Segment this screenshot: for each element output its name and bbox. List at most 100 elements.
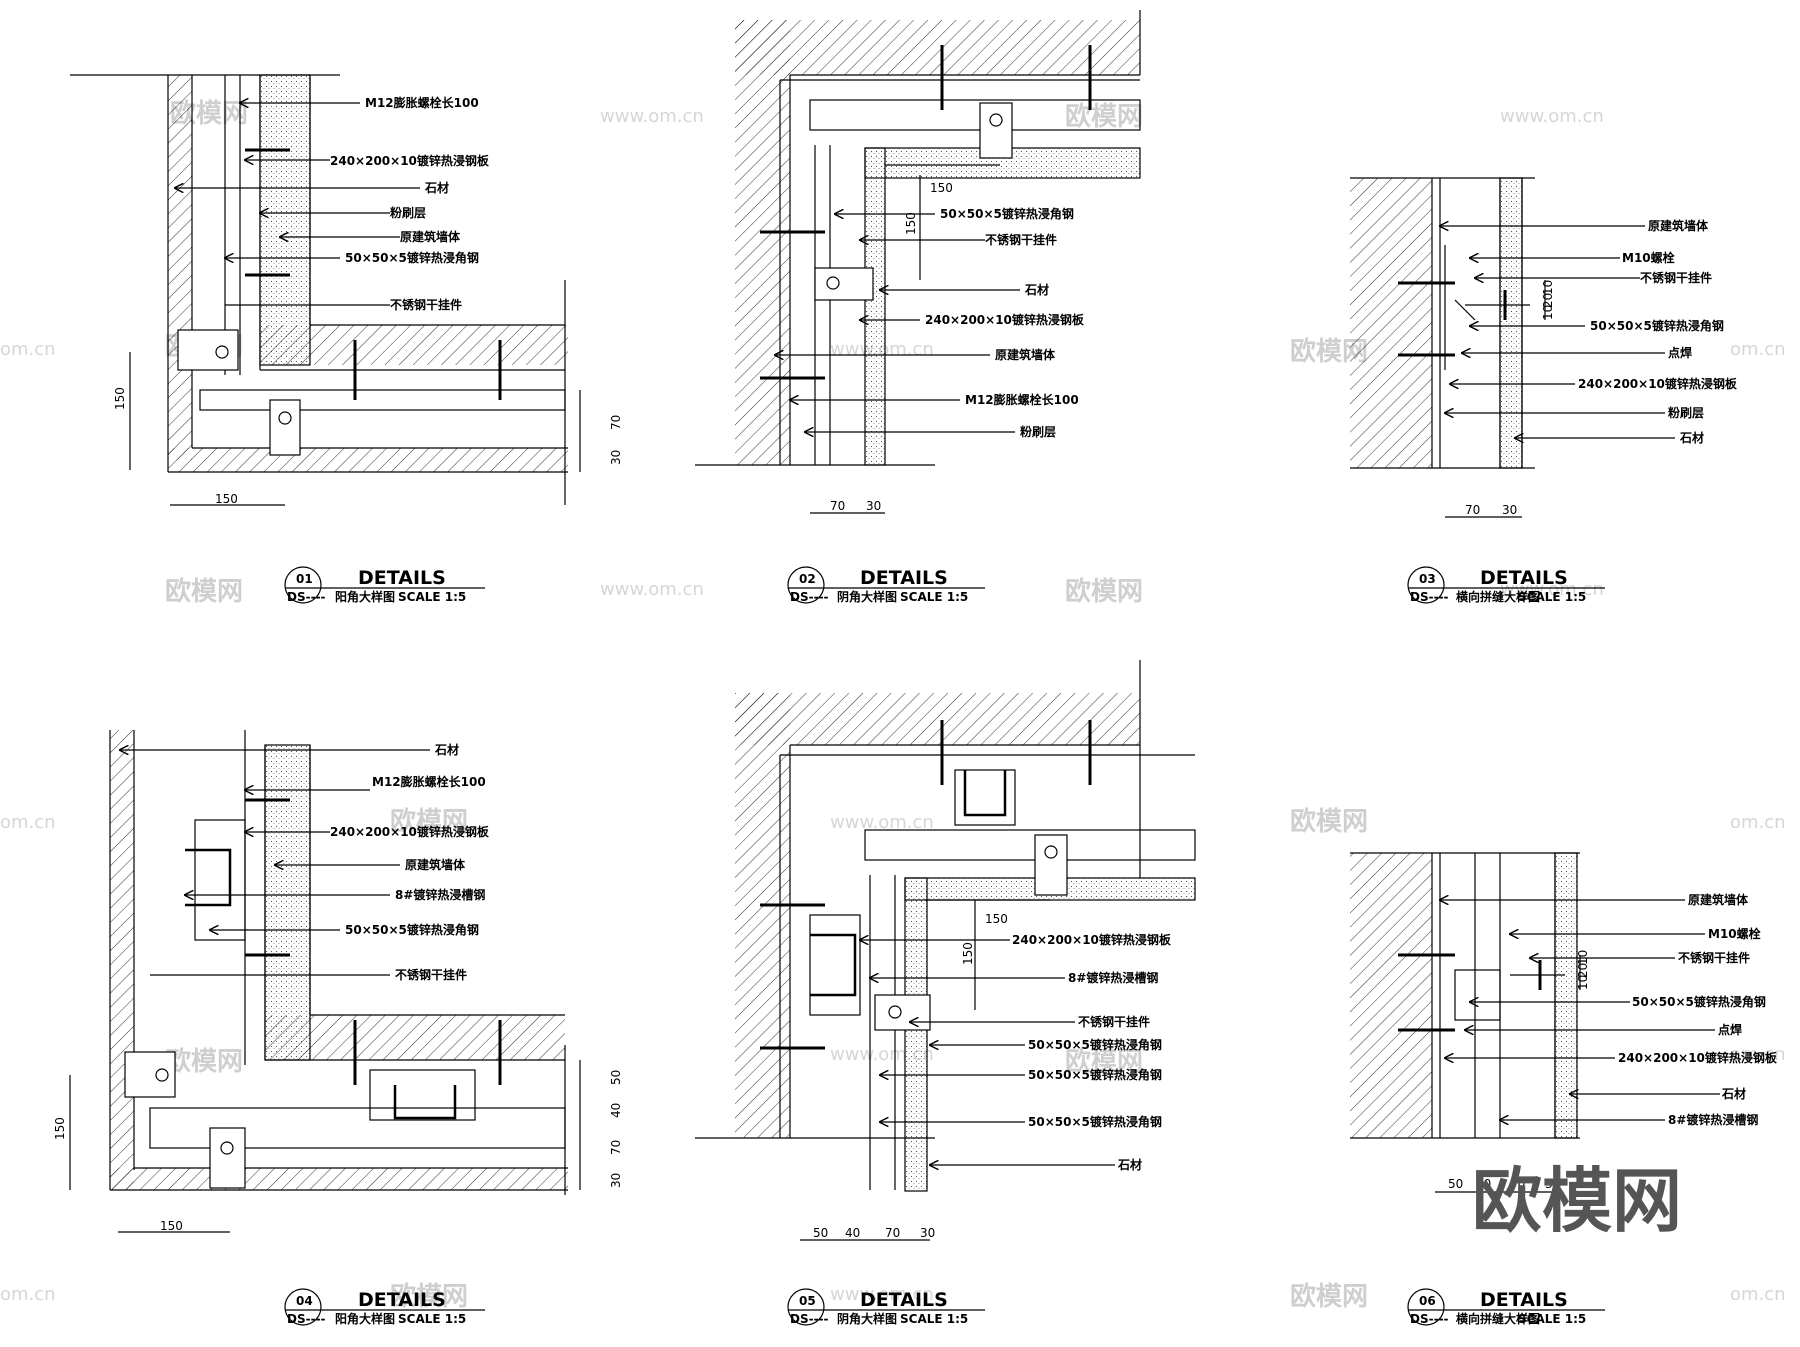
labels-panel-02: 50×50×5镀锌热浸角钢 不锈钢干挂件 石材 240×200×10镀锌热浸钢板… <box>830 181 1085 513</box>
label-angle-steel: 50×50×5镀锌热浸角钢 <box>1028 1037 1162 1052</box>
detail-number: 06 <box>1419 1294 1436 1308</box>
detail-scale: SCALE 1:5 <box>1518 1312 1586 1326</box>
detail-panel-06 <box>1350 852 1720 1193</box>
dim-value: 50 <box>609 1070 623 1085</box>
detail-code: DS---- <box>790 590 829 604</box>
watermark-site: om.cn <box>1730 1284 1786 1305</box>
dim-value: 50 <box>813 1226 828 1240</box>
dim-value: 70 <box>1465 503 1480 517</box>
watermark-site: om.cn <box>0 339 56 360</box>
dim-value: 10 <box>1541 280 1555 295</box>
title-block-02: 02 DS---- DETAILS 阴角大样图 SCALE 1:5 <box>787 566 985 604</box>
dim-value: 150 <box>160 1219 183 1233</box>
detail-scale: SCALE 1:5 <box>398 1312 466 1326</box>
label-wall: 原建筑墙体 <box>1688 892 1749 907</box>
detail-code: DS---- <box>287 1312 326 1326</box>
detail-panel-02 <box>695 10 1141 514</box>
label-hanger: 不锈钢干挂件 <box>395 967 467 982</box>
detail-number: 05 <box>799 1294 816 1308</box>
dim-value: 70 <box>609 1140 623 1155</box>
details-heading: DETAILS <box>1480 1289 1568 1311</box>
label-stone: 石材 <box>1024 282 1049 297</box>
title-block-01: 01 DS---- DETAILS 阳角大样图 SCALE 1:5 <box>284 566 485 604</box>
label-wall: 原建筑墙体 <box>1648 218 1709 233</box>
watermark-brand: 欧模网 <box>1065 101 1143 132</box>
dim-value: 150 <box>904 212 918 235</box>
title-block-05: 05 DS---- DETAILS 阴角大样图 SCALE 1:5 <box>787 1288 985 1326</box>
label-stone: 石材 <box>1117 1157 1142 1172</box>
watermark-brand: 欧模网 <box>165 576 243 607</box>
label-steel-plate: 240×200×10镀锌热浸钢板 <box>925 312 1085 327</box>
label-hanger: 不锈钢干挂件 <box>1640 270 1712 285</box>
dim-value: 30 <box>866 499 881 513</box>
label-m10-bolt: M10螺栓 <box>1622 250 1675 265</box>
label-steel-plate: 240×200×10镀锌热浸钢板 <box>1618 1050 1778 1065</box>
dim-value: 30 <box>609 1173 623 1188</box>
dim-value: 30 <box>1502 503 1517 517</box>
detail-code: DS---- <box>287 590 326 604</box>
dim-value: 40 <box>609 1103 623 1118</box>
dim-value: 20 <box>1541 293 1555 308</box>
label-bolt: M12膨胀螺栓长100 <box>372 774 486 789</box>
title-block-06: 06 DS---- DETAILS 横向拼缝大样图 SCALE 1:5 <box>1407 1288 1605 1326</box>
brand-logo-watermark: 欧模网 <box>1472 1160 1682 1242</box>
watermark-site: www.om.cn <box>830 1284 934 1305</box>
detail-number: 04 <box>296 1294 313 1308</box>
watermark-site: om.cn <box>0 1284 56 1305</box>
watermark-site: om.cn <box>1730 1044 1786 1065</box>
title-block-03: 03 DS---- DETAILS 横向拼缝大样图 SCALE 1:5 <box>1407 566 1605 604</box>
details-heading: DETAILS <box>1480 567 1568 589</box>
detail-panel-04 <box>69 730 581 1233</box>
dim-value: 10 <box>1541 305 1555 320</box>
dim-value: 70 <box>885 1226 900 1240</box>
label-spot-weld: 点焊 <box>1668 345 1692 360</box>
detail-panel-03 <box>1350 177 1675 518</box>
dim-value: 40 <box>845 1226 860 1240</box>
detail-number: 03 <box>1419 572 1436 586</box>
label-stone: 石材 <box>1721 1086 1746 1101</box>
dim-value: 30 <box>609 450 623 465</box>
label-hanger: 不锈钢干挂件 <box>1078 1014 1150 1029</box>
label-plaster: 粉刷层 <box>390 205 426 220</box>
watermark-site: www.om.cn <box>1500 579 1604 600</box>
dim-value: 20 <box>1576 963 1590 978</box>
details-heading: DETAILS <box>860 567 948 589</box>
watermark-brand: 欧模网 <box>1065 576 1143 607</box>
detail-panel-05 <box>695 660 1196 1241</box>
detail-title: 阴角大样图 <box>837 589 897 604</box>
label-stone: 石材 <box>1679 430 1704 445</box>
label-angle-steel: 50×50×5镀锌热浸角钢 <box>1590 318 1724 333</box>
label-hanger: 不锈钢干挂件 <box>390 297 462 312</box>
label-stone: 石材 <box>434 742 459 757</box>
labels-panel-04: 石材 M12膨胀螺栓长100 240×200×10镀锌热浸钢板 原建筑墙体 8#… <box>53 742 623 1233</box>
label-channel-steel: 8#镀锌热浸槽钢 <box>395 887 485 902</box>
label-angle-steel: 50×50×5镀锌热浸角钢 <box>1028 1114 1162 1129</box>
dim-value: 30 <box>1545 1177 1560 1191</box>
detail-number: 02 <box>799 572 816 586</box>
dim-value: 150 <box>215 492 238 506</box>
label-bolt: M12膨胀螺栓长100 <box>965 392 1079 407</box>
detail-panel-01 <box>70 74 581 506</box>
dim-value: 30 <box>920 1226 935 1240</box>
detail-scale: SCALE 1:5 <box>900 590 968 604</box>
detail-scale: SCALE 1:5 <box>398 590 466 604</box>
label-angle-steel: 50×50×5镀锌热浸角钢 <box>1632 994 1766 1009</box>
watermark-brand: 欧模网 <box>390 1281 468 1312</box>
detail-code: DS---- <box>790 1312 829 1326</box>
detail-title: 阴角大样图 <box>837 1311 897 1326</box>
label-wall: 原建筑墙体 <box>405 857 466 872</box>
label-angle-steel: 50×50×5镀锌热浸角钢 <box>940 206 1074 221</box>
watermark-site: www.om.cn <box>1500 106 1604 127</box>
dim-value: 50 <box>1448 1177 1463 1191</box>
dim-value: 70 <box>830 499 845 513</box>
label-hanger: 不锈钢干挂件 <box>985 232 1057 247</box>
dim-value: 150 <box>985 912 1008 926</box>
label-channel-steel: 8#镀锌热浸槽钢 <box>1668 1112 1758 1127</box>
watermark-site: www.om.cn <box>600 579 704 600</box>
label-angle-steel: 50×50×5镀锌热浸角钢 <box>1028 1067 1162 1082</box>
watermark-brand: 欧模网 <box>390 806 468 837</box>
watermark-site: om.cn <box>1730 812 1786 833</box>
detail-title: 阳角大样图 <box>335 589 395 604</box>
label-channel-steel: 8#镀锌热浸槽钢 <box>1068 970 1158 985</box>
